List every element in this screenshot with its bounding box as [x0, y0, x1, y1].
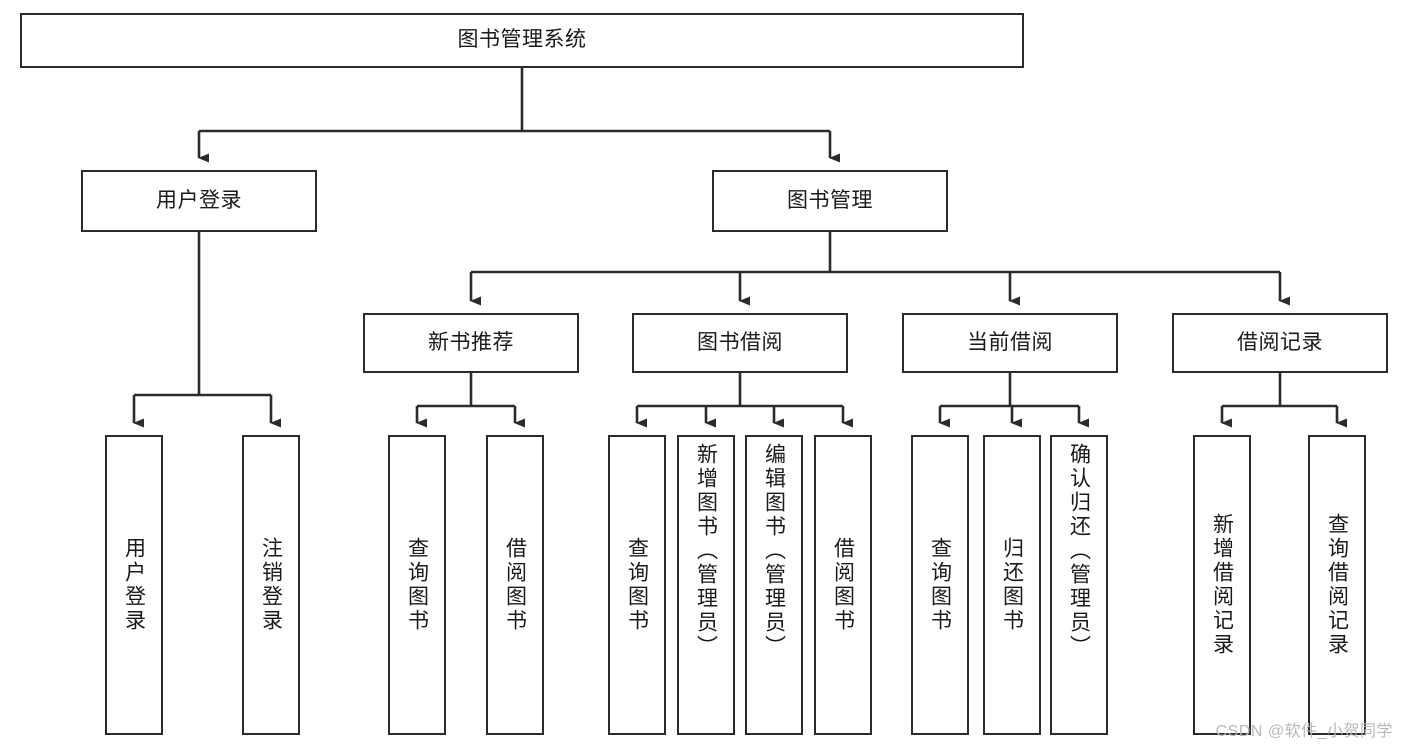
- node-book-manage[interactable]: 图书管理: [712, 170, 948, 232]
- node-borrow-record-label: 借阅记录: [1237, 330, 1323, 354]
- node-book-manage-label: 图书管理: [787, 188, 873, 212]
- node-leaf-confirm-return-label: 确认归还（管理员）: [1067, 443, 1091, 659]
- node-leaf-add-book-label: 新增图书（管理员）: [694, 443, 718, 659]
- node-leaf-edit-book[interactable]: 编辑图书（管理员）: [745, 435, 803, 735]
- node-book-borrow-label: 图书借阅: [697, 330, 783, 354]
- node-root-label: 图书管理系统: [457, 28, 587, 52]
- node-root[interactable]: 图书管理系统: [20, 13, 1024, 68]
- node-leaf-query-book-2[interactable]: 查询图书: [608, 435, 666, 735]
- node-book-borrow[interactable]: 图书借阅: [632, 313, 848, 373]
- node-leaf-return-book-label: 归还图书: [1000, 537, 1024, 633]
- node-leaf-add-book[interactable]: 新增图书（管理员）: [677, 435, 735, 735]
- node-leaf-add-record-label: 新增借阅记录: [1210, 513, 1234, 657]
- node-new-book-recommend[interactable]: 新书推荐: [363, 313, 579, 373]
- node-leaf-logout-login-label: 注销登录: [259, 537, 283, 633]
- node-leaf-user-login[interactable]: 用户登录: [105, 435, 163, 735]
- node-user-login[interactable]: 用户登录: [81, 170, 317, 232]
- node-leaf-borrow-book-1-label: 借阅图书: [503, 537, 527, 633]
- node-leaf-add-record[interactable]: 新增借阅记录: [1193, 435, 1251, 735]
- node-leaf-user-login-label: 用户登录: [122, 537, 146, 633]
- node-leaf-query-book-2-label: 查询图书: [625, 537, 649, 633]
- node-leaf-borrow-book-2[interactable]: 借阅图书: [814, 435, 872, 735]
- node-leaf-edit-book-label: 编辑图书（管理员）: [762, 443, 786, 659]
- node-leaf-query-book-1[interactable]: 查询图书: [388, 435, 446, 735]
- node-leaf-query-record[interactable]: 查询借阅记录: [1308, 435, 1366, 735]
- node-leaf-query-book-3-label: 查询图书: [928, 537, 952, 633]
- node-user-login-label: 用户登录: [156, 188, 242, 212]
- node-borrow-record[interactable]: 借阅记录: [1172, 313, 1388, 373]
- node-leaf-logout-login[interactable]: 注销登录: [242, 435, 300, 735]
- node-new-book-recommend-label: 新书推荐: [428, 330, 514, 354]
- node-leaf-return-book[interactable]: 归还图书: [983, 435, 1041, 735]
- node-leaf-query-record-label: 查询借阅记录: [1325, 513, 1349, 657]
- node-current-borrow[interactable]: 当前借阅: [902, 313, 1118, 373]
- node-leaf-borrow-book-2-label: 借阅图书: [831, 537, 855, 633]
- node-leaf-query-book-3[interactable]: 查询图书: [911, 435, 969, 735]
- node-leaf-query-book-1-label: 查询图书: [405, 537, 429, 633]
- node-current-borrow-label: 当前借阅: [967, 330, 1053, 354]
- node-leaf-borrow-book-1[interactable]: 借阅图书: [486, 435, 544, 735]
- node-leaf-confirm-return[interactable]: 确认归还（管理员）: [1050, 435, 1108, 735]
